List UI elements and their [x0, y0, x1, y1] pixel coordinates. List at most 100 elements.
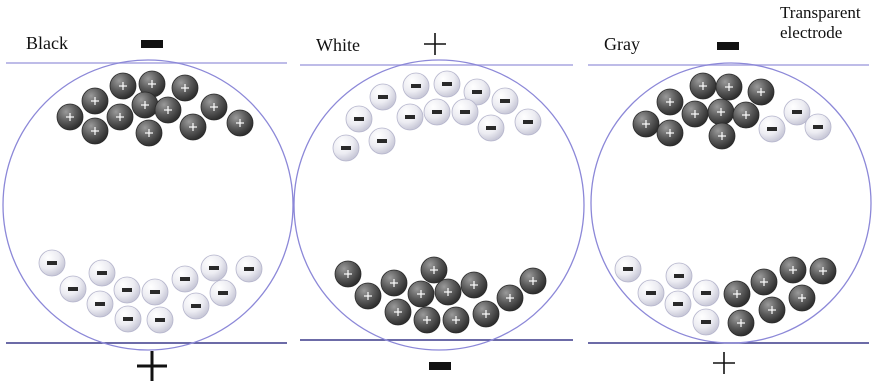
- black-particle: [747, 78, 775, 106]
- white-particle: [804, 113, 832, 141]
- minus-sign: [432, 110, 442, 114]
- minus-sign: [813, 125, 823, 129]
- minus-sign: [623, 267, 633, 271]
- black-particle: [727, 309, 755, 337]
- black-particle: [656, 88, 684, 116]
- minus-bar: [717, 42, 739, 50]
- black-particle: [56, 103, 84, 131]
- white-particle: [637, 279, 665, 307]
- minus-sign: [244, 267, 254, 271]
- white-particle: [345, 105, 373, 133]
- black-particle: [632, 110, 660, 138]
- minus-sign: [141, 40, 163, 48]
- white-particle: [171, 265, 199, 293]
- capsule-outline: [2, 59, 294, 351]
- plus-sign: [137, 351, 167, 381]
- minus-sign: [95, 302, 105, 306]
- minus-sign: [523, 120, 533, 124]
- white-particle: [368, 127, 396, 155]
- black-particle: [723, 280, 751, 308]
- black-particle: [750, 268, 778, 296]
- minus-sign: [673, 302, 683, 306]
- white-particle: [433, 70, 461, 98]
- black-particle: [171, 74, 199, 102]
- white-particle: [113, 276, 141, 304]
- black-particle: [81, 117, 109, 145]
- white-particle: [614, 255, 642, 283]
- minus-sign: [767, 127, 777, 131]
- black-particle: [496, 284, 524, 312]
- cell-label-black: Black: [26, 33, 68, 53]
- white-particle: [463, 78, 491, 106]
- black-particle: [131, 91, 159, 119]
- white-particle: [38, 249, 66, 277]
- white-particle: [114, 305, 142, 333]
- black-particle: [334, 260, 362, 288]
- minus-sign: [674, 274, 684, 278]
- white-particle: [146, 306, 174, 334]
- white-particle: [692, 279, 720, 307]
- black-particle: [200, 93, 228, 121]
- capsule-outline: [293, 59, 585, 351]
- black-particle: [758, 296, 786, 324]
- minus-sign: [472, 90, 482, 94]
- black-particle: [413, 306, 441, 334]
- white-particle: [182, 292, 210, 320]
- black-particle: [460, 271, 488, 299]
- minus-sign: [354, 117, 364, 121]
- minus-sign: [701, 320, 711, 324]
- black-particle: [179, 113, 207, 141]
- capsule-outline: [590, 62, 872, 344]
- minus-bar: [141, 40, 163, 48]
- black-particle: [656, 119, 684, 147]
- black-particle: [407, 280, 435, 308]
- black-particle: [809, 257, 837, 285]
- white-particle: [141, 278, 169, 306]
- minus-sign: [792, 110, 802, 114]
- black-particle: [380, 269, 408, 297]
- white-particle: [692, 308, 720, 336]
- minus-sign: [150, 290, 160, 294]
- cell-label-gray: Gray: [604, 34, 640, 54]
- minus-sign: [378, 95, 388, 99]
- black-particle: [354, 282, 382, 310]
- black-particle: [707, 98, 735, 126]
- white-particle: [758, 115, 786, 143]
- minus-bar: [429, 362, 451, 370]
- black-particle: [788, 284, 816, 312]
- white-particle: [477, 114, 505, 142]
- black-particle: [226, 109, 254, 137]
- black-particle: [779, 256, 807, 284]
- black-particle: [384, 298, 412, 326]
- white-particle: [88, 259, 116, 287]
- minus-sign: [486, 126, 496, 130]
- black-particle: [689, 72, 717, 100]
- white-particle: [491, 87, 519, 115]
- minus-sign: [460, 110, 470, 114]
- minus-sign: [191, 304, 201, 308]
- white-particle: [665, 262, 693, 290]
- black-particle: [109, 72, 137, 100]
- white-particle: [451, 98, 479, 126]
- black-particle: [708, 122, 736, 150]
- minus-sign: [218, 291, 228, 295]
- minus-sign: [155, 318, 165, 322]
- black-particle: [442, 306, 470, 334]
- black-particle: [154, 96, 182, 124]
- minus-sign: [47, 261, 57, 265]
- white-particle: [86, 290, 114, 318]
- black-particle: [420, 256, 448, 284]
- minus-sign: [500, 99, 510, 103]
- cell-label-white: White: [316, 35, 360, 55]
- plus-sign: [713, 352, 735, 374]
- white-particle: [783, 98, 811, 126]
- white-particle: [402, 72, 430, 100]
- white-particle: [235, 255, 263, 283]
- plus-sign: [424, 33, 446, 55]
- black-particle: [732, 101, 760, 129]
- black-particle: [81, 87, 109, 115]
- white-particle: [200, 254, 228, 282]
- minus-sign: [646, 291, 656, 295]
